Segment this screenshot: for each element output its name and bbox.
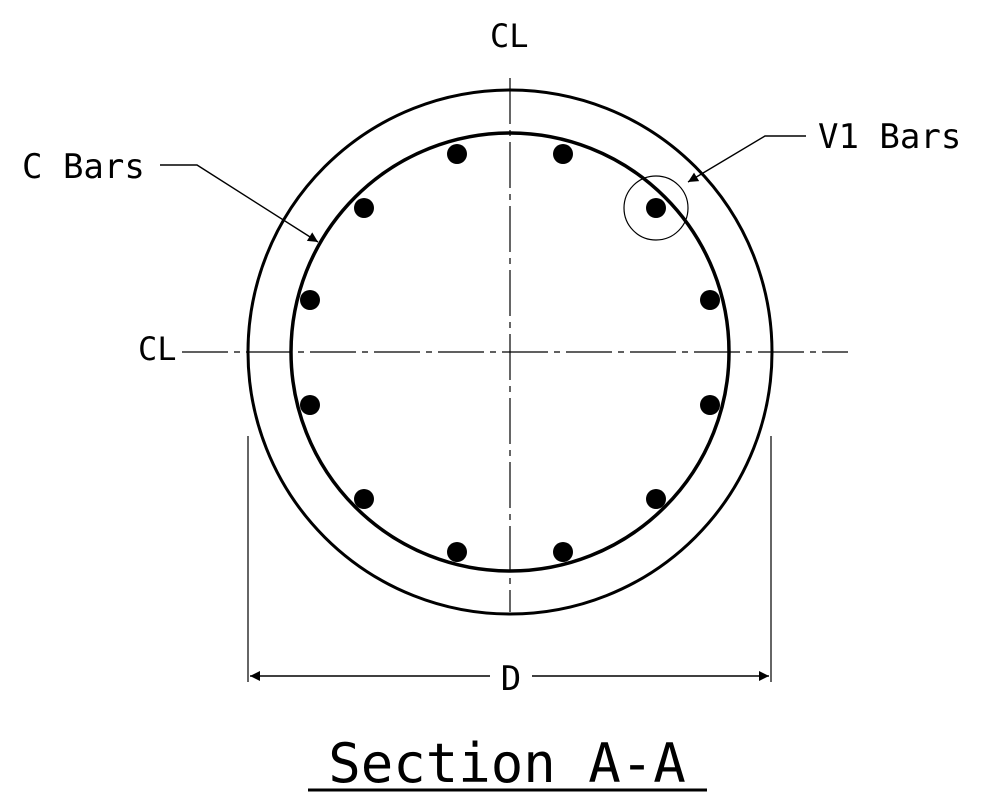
section-title: Section A-A (328, 732, 686, 795)
v1-bars-label: V1 Bars (818, 117, 961, 157)
centerline-symbol-left: CL (138, 330, 177, 368)
c-bars-label: C Bars (22, 147, 145, 187)
v1-bar (700, 395, 720, 415)
v1-bar (646, 198, 666, 218)
v1-bar (553, 542, 573, 562)
v1-highlight-circle (623, 175, 689, 241)
v1-bar (300, 395, 320, 415)
v1-bar (447, 144, 467, 164)
v1-bar (700, 290, 720, 310)
v1-bar (553, 144, 573, 164)
centerline-label-top: CL (490, 17, 529, 55)
centerline-label-left: CL (138, 330, 177, 368)
v1-bar (300, 290, 320, 310)
centerline-symbol-top: CL (490, 17, 529, 55)
dimension-label: D (501, 659, 521, 699)
v1-bars-leader (687, 135, 806, 183)
v1-bars-group (300, 144, 720, 562)
v1-bar (447, 542, 467, 562)
c-bars-leader (160, 164, 319, 243)
v1-bar (354, 489, 374, 509)
v1-bar (354, 198, 374, 218)
v1-bar (646, 489, 666, 509)
